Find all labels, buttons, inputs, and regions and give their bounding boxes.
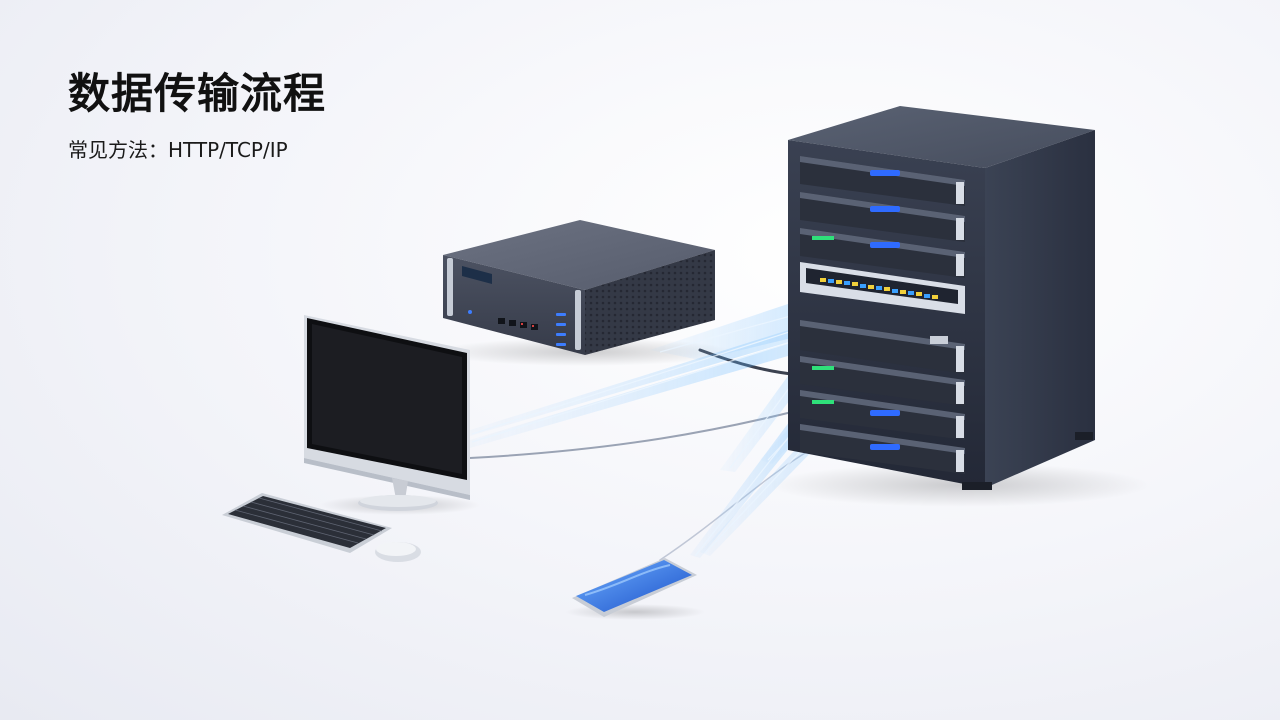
slide-subtitle: 常见方法：HTTP/TCP/IP xyxy=(68,138,288,162)
keyboard xyxy=(222,493,392,553)
mouse xyxy=(375,542,421,562)
network-box xyxy=(443,220,715,355)
server-units xyxy=(800,156,965,474)
server-rack xyxy=(788,106,1095,490)
slide-title: 数据传输流程 xyxy=(68,69,327,118)
monitor xyxy=(304,315,470,511)
switch-panel xyxy=(800,262,965,314)
smartphone xyxy=(572,558,697,617)
